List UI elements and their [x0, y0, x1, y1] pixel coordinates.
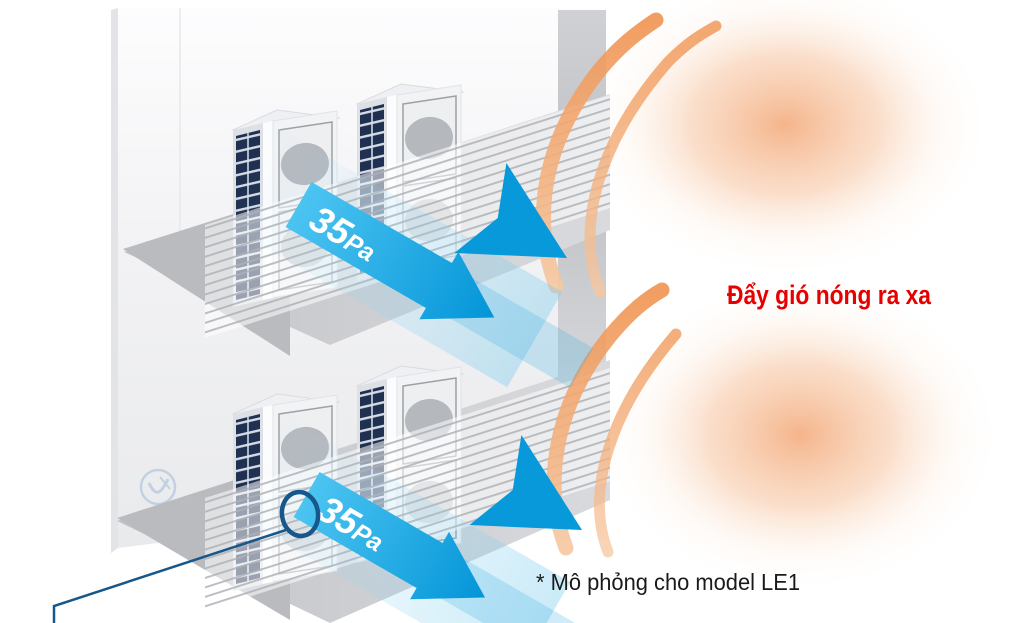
- airflow-arrow-bottom: 35Pa: [229, 417, 593, 623]
- fan-top: [405, 116, 453, 160]
- airflow-arrow-top: 35Pa: [221, 127, 594, 388]
- heat-blob-bottom: [595, 275, 1005, 595]
- heat-blob-top: [575, 0, 995, 280]
- hot-air-label: Đẩy gió nóng ra xa: [727, 280, 932, 310]
- airflow-arrowhead-bottom: [469, 434, 582, 530]
- model-note: * Mô phỏng cho model LE1: [536, 569, 800, 595]
- heat-ribbon: [594, 328, 682, 558]
- airflow-arrowhead-top: [454, 162, 567, 258]
- wall-left-edge: [111, 8, 118, 553]
- fan-highlight-ring: [279, 489, 321, 539]
- callout-line: [52, 528, 287, 623]
- heat-ribbon: [584, 20, 722, 298]
- brand-watermark-icon: [139, 468, 177, 506]
